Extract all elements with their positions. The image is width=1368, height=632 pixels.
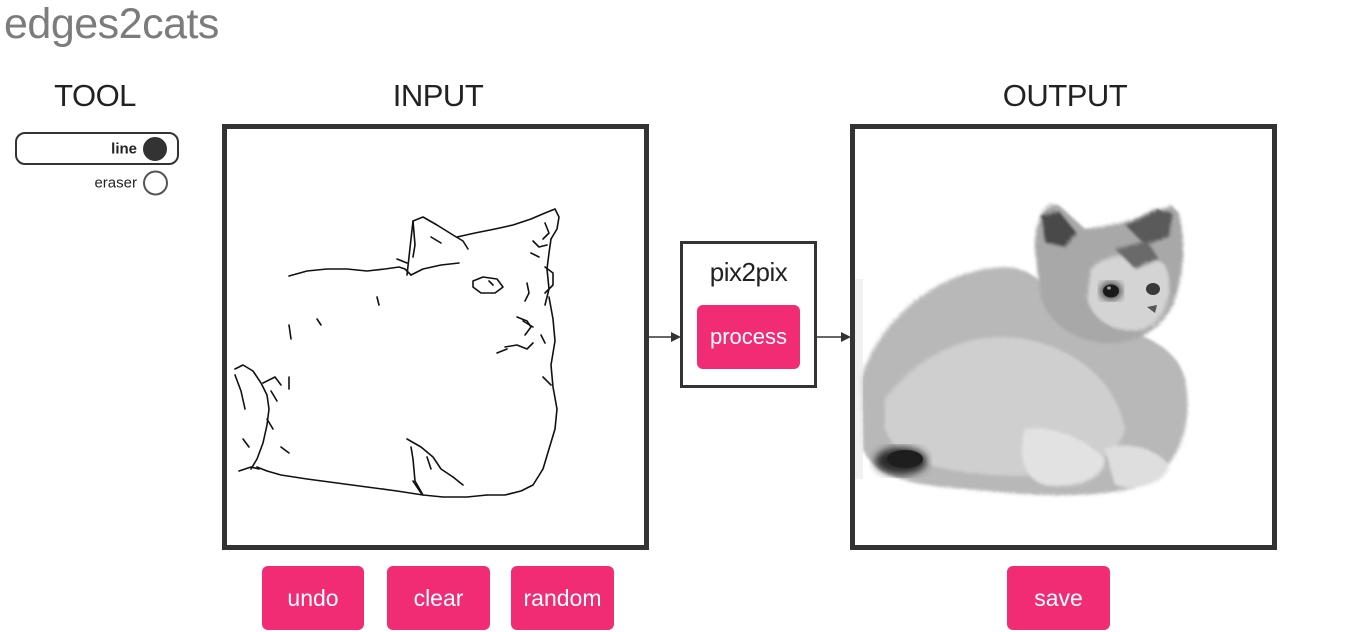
input-drawing-canvas[interactable]	[222, 124, 649, 550]
undo-button[interactable]: undo	[262, 566, 364, 630]
tool-option-line[interactable]: line	[15, 132, 179, 165]
app-title: edges2cats	[4, 0, 219, 48]
tool-eraser-label: eraser	[94, 174, 137, 192]
cat-edge-sketch	[234, 208, 560, 498]
arrow-right-icon	[649, 332, 681, 342]
clear-button[interactable]: clear	[387, 566, 490, 630]
model-panel: pix2pix process	[680, 241, 817, 388]
save-button[interactable]: save	[1007, 566, 1110, 630]
tool-line-label: line	[111, 140, 137, 157]
input-heading: INPUT	[392, 78, 484, 113]
process-button[interactable]: process	[697, 305, 800, 369]
generated-cat-image	[855, 204, 1188, 496]
tool-heading: TOOL	[54, 78, 136, 113]
line-radio-selected-icon[interactable]	[143, 136, 167, 161]
random-button[interactable]: random	[511, 566, 614, 630]
tool-option-eraser[interactable]: eraser	[15, 168, 179, 198]
model-name: pix2pix	[709, 257, 788, 287]
output-heading: OUTPUT	[1002, 78, 1128, 113]
output-image	[850, 124, 1277, 550]
eraser-radio-icon[interactable]	[143, 170, 168, 196]
arrow-right-icon	[817, 332, 851, 342]
